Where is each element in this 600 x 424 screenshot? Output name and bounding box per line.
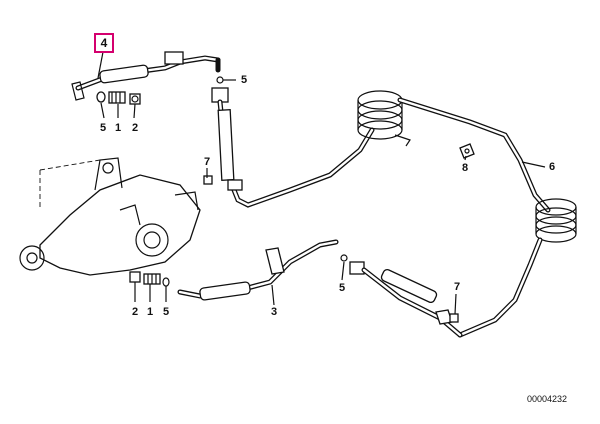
- callout-7-b: 7: [453, 281, 461, 293]
- lower-hose-3: [177, 239, 463, 338]
- lower-cooler-coil: [457, 198, 577, 338]
- callout-5-c: 5: [162, 306, 170, 318]
- callout-8: 8: [461, 162, 469, 174]
- callout-7-a: 7: [203, 156, 211, 168]
- vertical-line: [211, 57, 375, 208]
- reference-number: 00004232: [527, 394, 568, 404]
- leader-lines: [97, 51, 546, 315]
- clamp-7-lower: [449, 313, 459, 323]
- callout-4: 4: [94, 33, 114, 53]
- fittings-lower: [129, 271, 170, 287]
- top-oil-line: [71, 51, 221, 101]
- callout-2-b: 2: [131, 306, 139, 318]
- clamp-7-upper: [203, 175, 213, 185]
- upper-cooler-coil: [357, 90, 551, 213]
- callout-6: 6: [548, 161, 556, 173]
- fittings-top-left: [96, 91, 141, 105]
- callout-5-d: 5: [338, 282, 346, 294]
- bracket-8: [459, 143, 475, 159]
- callout-1-a: 1: [114, 122, 122, 134]
- callout-1-b: 1: [146, 306, 154, 318]
- callout-3: 3: [270, 306, 278, 318]
- callout-2-a: 2: [131, 122, 139, 134]
- callout-5-b: 5: [99, 122, 107, 134]
- differential-housing: [19, 157, 201, 276]
- callout-5-a: 5: [240, 74, 248, 86]
